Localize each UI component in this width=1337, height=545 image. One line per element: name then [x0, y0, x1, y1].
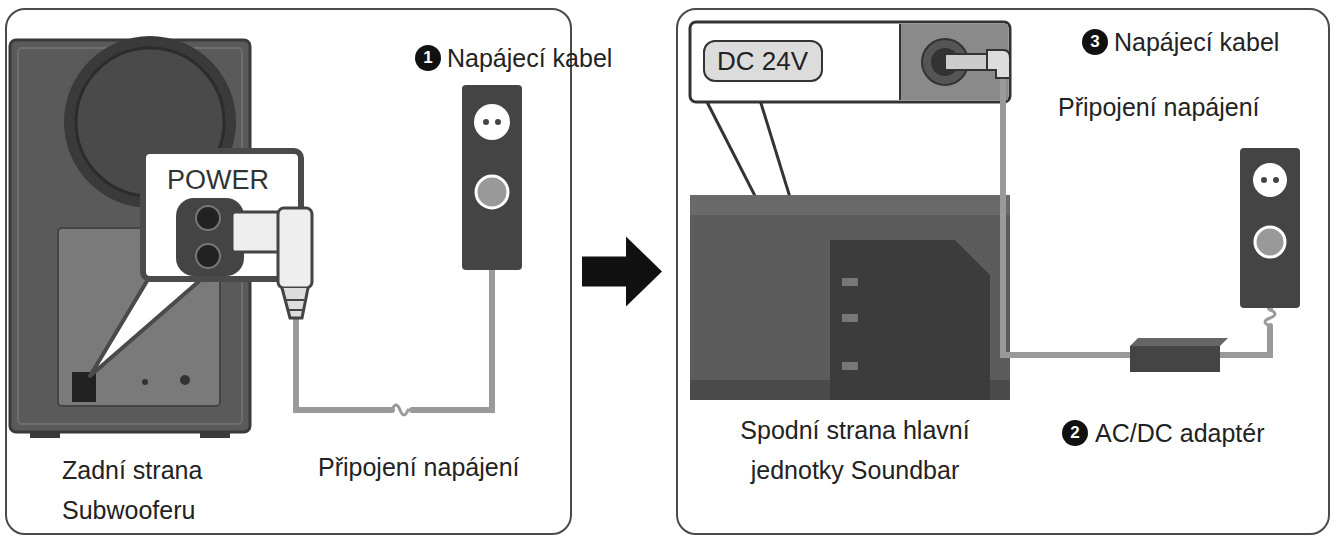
power-plug	[278, 208, 312, 288]
wall-outlet	[483, 119, 489, 125]
power-socket	[196, 244, 220, 268]
step-label: Připojení napájení	[1058, 92, 1260, 122]
part-name: Napájecí kabel	[1114, 27, 1279, 57]
wall-outlet	[474, 104, 510, 140]
ac-dc-adapter	[1130, 338, 1228, 346]
soundbar-bottom	[842, 362, 858, 370]
wall-outlet	[1255, 227, 1285, 257]
wall-outlet	[1240, 148, 1300, 308]
power-socket	[176, 198, 244, 276]
power-cable	[296, 318, 392, 410]
wall-outlet	[1253, 163, 1287, 197]
dc-callout-box	[900, 24, 1008, 100]
power-plug	[288, 309, 302, 311]
power-cable	[296, 205, 492, 415]
wall-outlet	[1240, 148, 1300, 308]
subwoofer	[30, 432, 60, 438]
node-text: Spodní strana hlavní jednotky Soundbar	[710, 410, 1000, 490]
power-cable	[412, 205, 492, 410]
dc-callout-box	[690, 22, 1010, 102]
callout-box: POWER	[140, 148, 304, 282]
subwoofer	[180, 375, 190, 385]
subwoofer	[200, 432, 230, 438]
dc-callout-box	[899, 24, 901, 100]
panel: DC 24V Spodní strana hlavní jednotky Soun…	[676, 8, 1330, 535]
dc-callout-box	[760, 100, 842, 366]
callout-number: 1	[415, 45, 441, 71]
dc-plug	[945, 54, 989, 70]
soundbar-bottom	[842, 314, 858, 322]
power-plug	[286, 299, 304, 301]
subwoofer	[72, 372, 96, 402]
step-label: Připojení napájení	[318, 452, 520, 482]
ac-dc-adapter	[1130, 338, 1228, 372]
power-plug	[232, 208, 312, 318]
ac-dc-adapter	[1130, 346, 1220, 372]
power-socket	[196, 206, 220, 230]
power-plug	[232, 212, 282, 252]
part-name: Napájecí kabel	[447, 43, 612, 73]
callout-number: 3	[1082, 29, 1108, 55]
wall-outlet	[476, 176, 508, 208]
soundbar-bottom	[690, 380, 1010, 400]
soundbar-bottom	[690, 195, 1010, 215]
dc-plug	[945, 50, 1010, 78]
power-plug	[282, 288, 308, 318]
soundbar-bottom	[842, 278, 858, 286]
dc-callout-box	[706, 100, 842, 366]
wall-outlet	[495, 119, 501, 125]
callout-number: 2	[1062, 420, 1088, 446]
wall-outlet	[462, 85, 522, 270]
dc-cable	[1265, 310, 1275, 326]
dc-cable	[1267, 255, 1273, 308]
dc-cable	[1003, 76, 1275, 355]
wall-outlet	[462, 85, 522, 270]
dc-callout-box	[922, 39, 968, 85]
subwoofer	[142, 379, 148, 385]
dc-callout-box	[931, 48, 959, 76]
dc-cable	[1220, 326, 1270, 355]
node-text: POWER	[146, 164, 290, 196]
wall-outlet	[1273, 177, 1279, 183]
dc-plug	[987, 50, 1010, 78]
part-name: AC/DC adaptér	[1095, 418, 1265, 448]
power-cable	[392, 405, 408, 415]
soundbar-bottom	[690, 195, 1010, 400]
step-arrow	[582, 237, 662, 307]
dc-callout-box	[690, 22, 1010, 366]
wall-outlet	[1261, 177, 1267, 183]
callout-pointer	[90, 276, 205, 376]
soundbar-bottom	[830, 240, 990, 400]
node-text: Zadní strana Subwooferu	[62, 450, 262, 530]
node-text: DC 24V	[717, 46, 808, 76]
power-socket	[176, 198, 244, 276]
soundbar-bottom	[690, 195, 1010, 400]
port-label: DC 24V	[703, 40, 823, 82]
